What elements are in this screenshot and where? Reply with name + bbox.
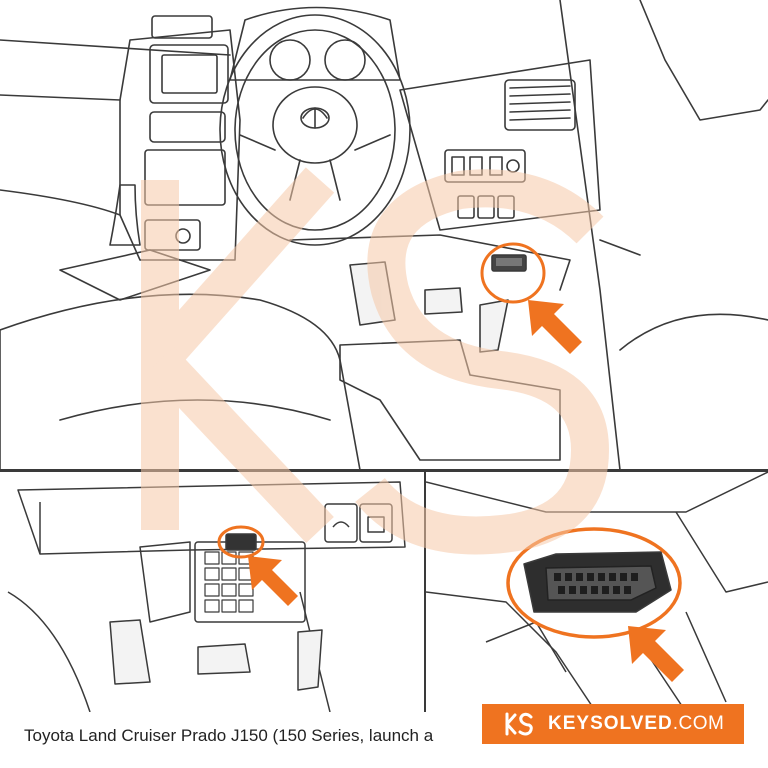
obd-connector-closeup-illustration [426,472,768,712]
keysolved-logo-icon [505,712,533,736]
brand-name: KEYSOLVED [548,713,673,734]
driver-seat [0,293,361,470]
brake-pedal [349,261,396,326]
steering-wheel [219,14,411,246]
brand-banner: KEYSOLVED.COM [482,704,744,744]
accelerator-pedal [424,287,463,315]
dashboard-overview-illustration [0,0,768,470]
infotainment-screen [149,44,229,104]
pointer-arrow-icon [248,556,298,606]
under-dash-detail-illustration [0,472,424,712]
brand-tld: .COM [672,713,725,734]
caption-text: Toyota Land Cruiser Prado J150 (150 Seri… [24,726,434,745]
pointer-arrow-icon [528,300,582,354]
panel-divider-vertical [424,470,426,712]
pointer-arrow-icon [628,626,684,682]
gear-shifter [109,184,141,246]
